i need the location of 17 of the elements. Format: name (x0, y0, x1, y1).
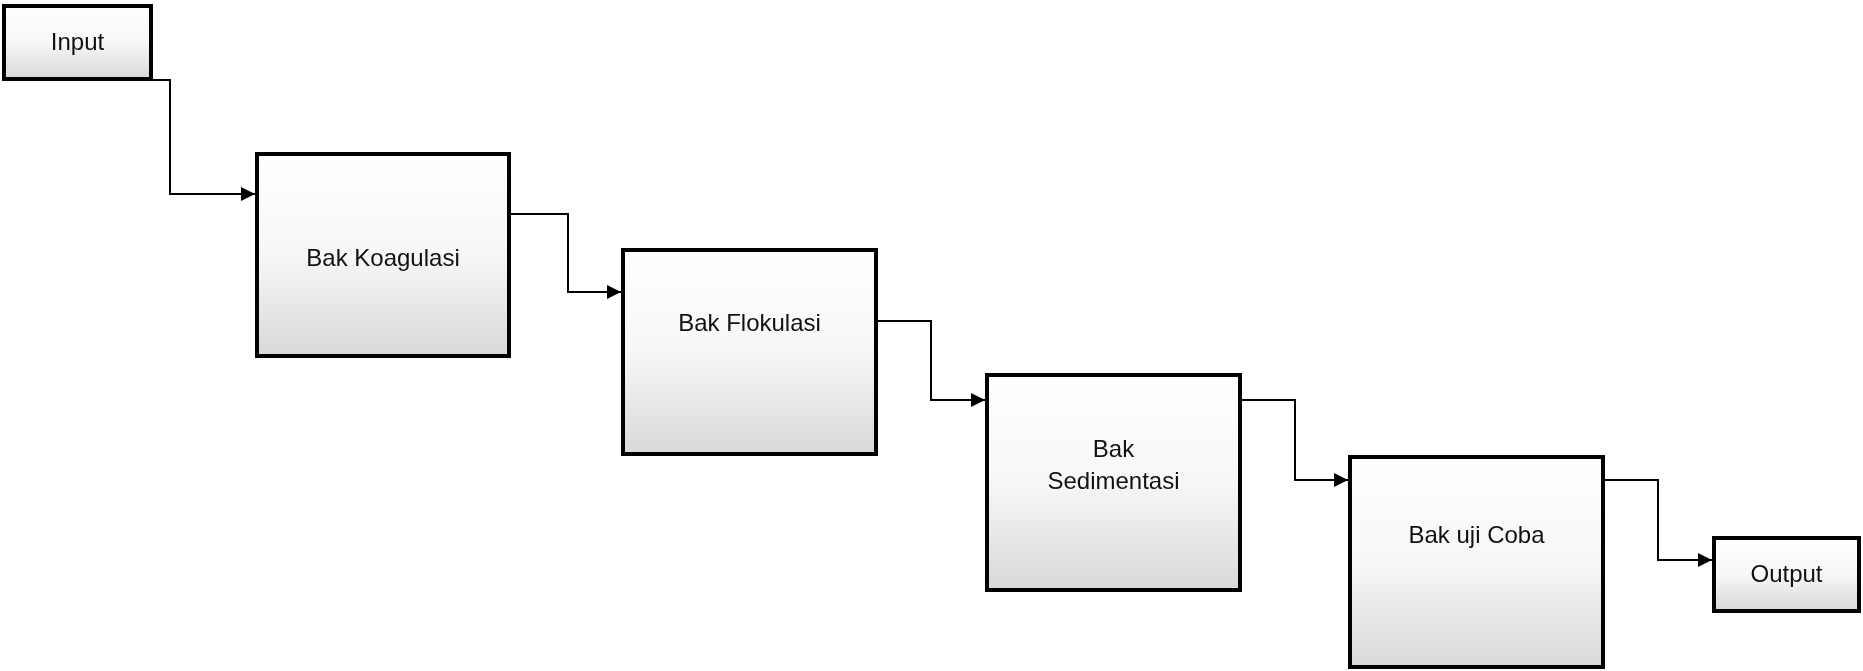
process-box (255, 152, 511, 358)
box-label: Bak Sedimentasi (1046, 434, 1181, 497)
arrow (510, 213, 622, 299)
box-label: Bak Koagulasi (306, 243, 460, 273)
arrow (877, 320, 986, 407)
box-label: Output (1750, 559, 1823, 590)
box-label: Bak uji Coba (1408, 520, 1545, 550)
box-label: Input (50, 27, 105, 58)
process-box (1348, 455, 1605, 669)
arrow (1241, 399, 1349, 487)
process-box (621, 248, 878, 456)
box-label: Bak Flokulasi (678, 308, 821, 338)
arrow (152, 79, 256, 201)
arrow (1604, 479, 1713, 567)
process-box (2, 4, 153, 81)
process-box (1712, 536, 1861, 613)
process-box (985, 373, 1242, 592)
